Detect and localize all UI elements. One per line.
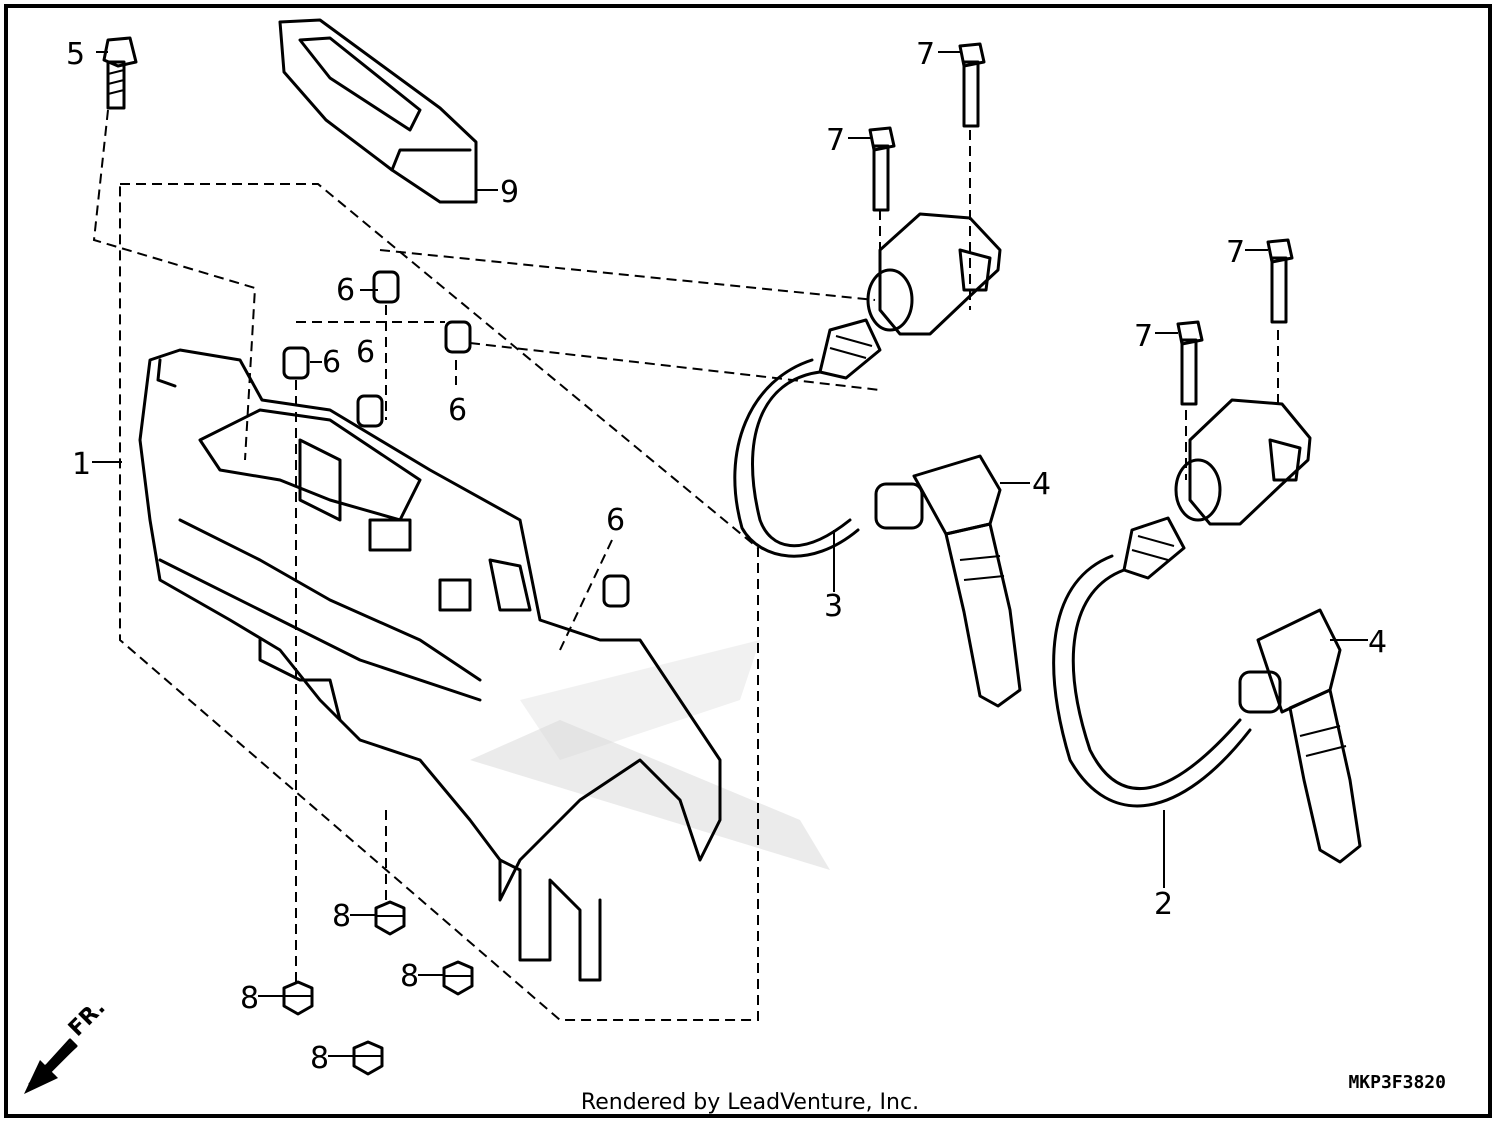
callout-4-rear: 4	[1368, 625, 1387, 660]
watermark-logo	[470, 640, 830, 870]
callout-9: 9	[500, 175, 519, 210]
bolt-part-5[interactable]	[102, 36, 138, 110]
catalog-code: MKP3F3820	[1348, 1072, 1446, 1093]
callout-6-c: 6	[356, 335, 375, 370]
group-outline-1	[119, 183, 759, 1021]
callout-1: 1	[72, 447, 91, 482]
front-arrow-icon	[24, 1038, 78, 1094]
callout-8-d: 8	[310, 1041, 329, 1076]
callout-6-d: 6	[448, 393, 467, 428]
collars-part-6[interactable]	[282, 270, 630, 608]
callout-8-a: 8	[332, 899, 351, 934]
callout-7-b: 7	[826, 123, 845, 158]
callout-labels: 1 2 3 4 4 5 6 6 6 6 6 7 7 7 7 8 8 8 8 9	[66, 37, 1387, 1076]
ignition-coil-part-3[interactable]	[733, 212, 1002, 558]
plug-cap-part-4-rear[interactable]	[1238, 608, 1362, 864]
nuts-part-8[interactable]	[282, 900, 474, 1076]
callout-5: 5	[66, 37, 85, 72]
callout-7-a: 7	[916, 37, 935, 72]
callout-6-a: 6	[336, 273, 355, 308]
callout-8-c: 8	[400, 959, 419, 994]
leader-lines	[92, 51, 1368, 1057]
callout-8-b: 8	[240, 981, 259, 1016]
callout-7-d: 7	[1134, 319, 1153, 354]
callout-6-b: 6	[322, 345, 341, 380]
callout-3: 3	[824, 589, 843, 624]
bolts-part-7[interactable]	[868, 42, 1294, 406]
callout-4-front: 4	[1032, 467, 1051, 502]
bracket-part-1[interactable]	[138, 348, 722, 982]
callout-6-e: 6	[606, 503, 625, 538]
ignition-coil-part-2[interactable]	[1052, 398, 1312, 808]
callout-7-c: 7	[1226, 235, 1245, 270]
callout-2: 2	[1154, 887, 1173, 922]
footer-credit: Rendered by LeadVenture, Inc.	[580, 1090, 920, 1115]
plug-cap-part-4-front[interactable]	[874, 454, 1022, 708]
cover-part-9[interactable]	[278, 18, 478, 204]
